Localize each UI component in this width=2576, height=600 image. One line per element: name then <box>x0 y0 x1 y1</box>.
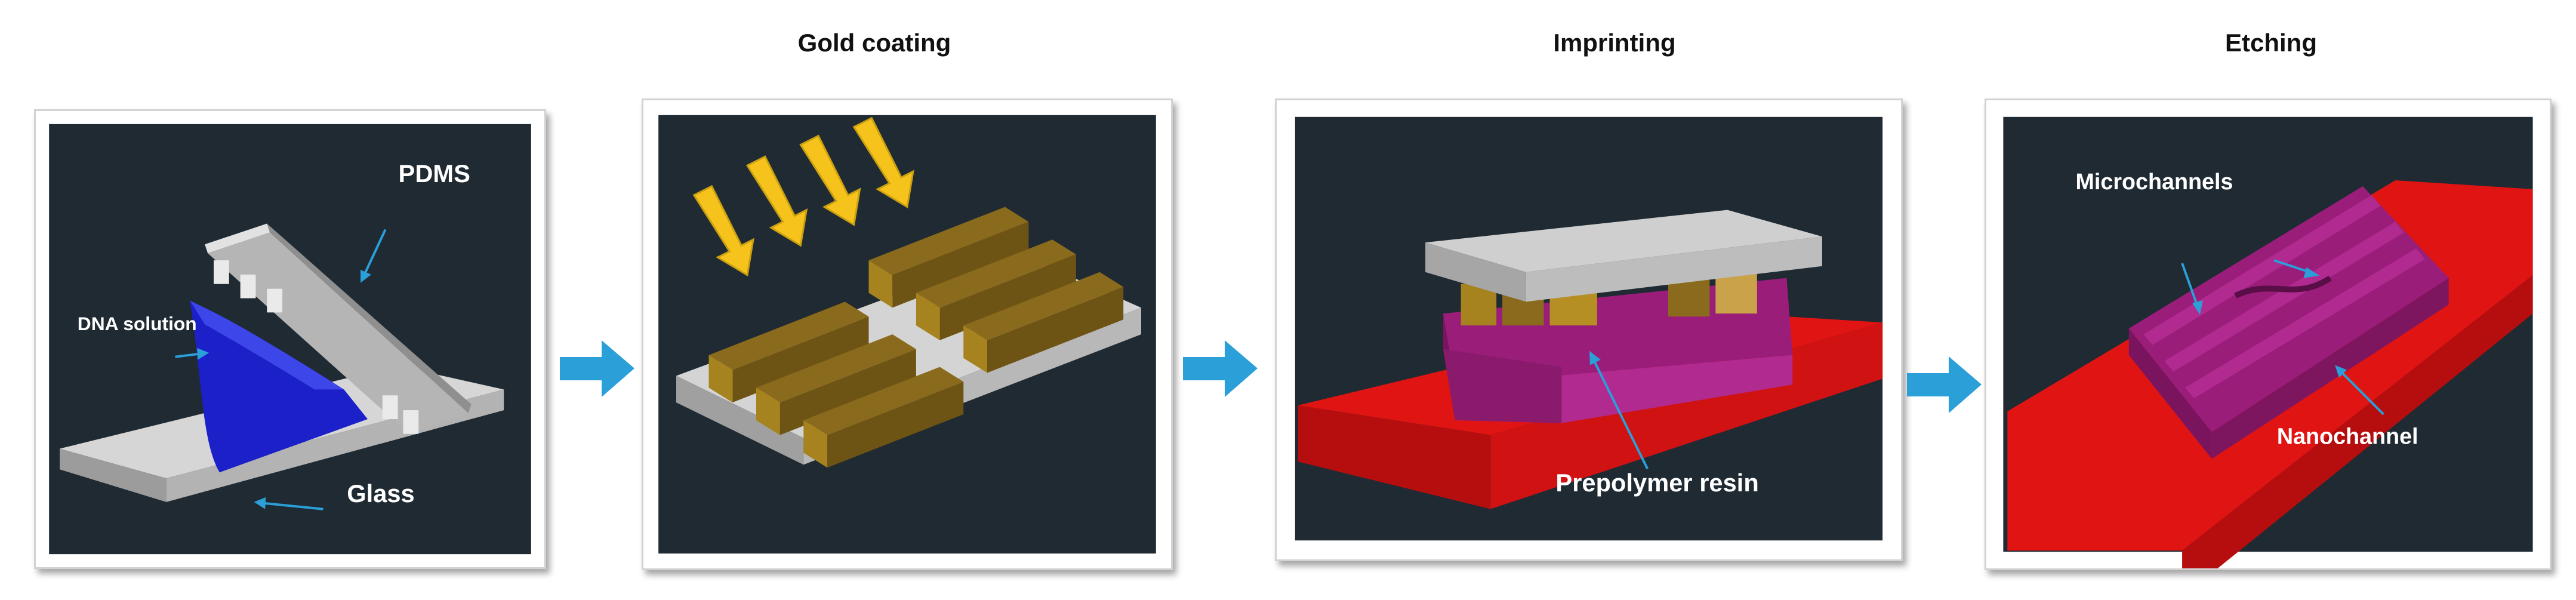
panel-gold-coating-illustration <box>658 115 1156 554</box>
panel-dna-stretching-illustration: PDMS DNA solution Glass <box>49 124 531 555</box>
panel-gold-coating <box>642 99 1173 570</box>
panel-etching: Microchannels Nanochannel <box>1985 99 2552 570</box>
stage-title-gold-coating: Gold coating <box>797 29 951 57</box>
label-pdms: PDMS <box>399 159 470 187</box>
pointer-arrow-icon <box>363 229 387 275</box>
label-prepolymer-resin: Prepolymer resin <box>1555 469 1758 497</box>
stage-title-etching: Etching <box>2225 29 2317 57</box>
panel-dna-stretching: PDMS DNA solution Glass <box>34 109 546 569</box>
label-dna-solution: DNA solution <box>78 313 197 334</box>
label-microchannels: Microchannels <box>2075 169 2233 194</box>
flow-arrow-icon <box>560 340 634 397</box>
flow-arrow-icon <box>1907 356 1982 413</box>
panel-etching-illustration: Microchannels Nanochannel <box>2003 116 2533 568</box>
flow-arrow-icon <box>1183 340 1258 397</box>
deposition-arrow-icon <box>692 116 914 277</box>
label-nanochannel: Nanochannel <box>2277 424 2418 449</box>
panel-imprinting: Prepolymer resin <box>1275 99 1903 561</box>
stage-title-imprinting: Imprinting <box>1553 29 1676 57</box>
label-glass: Glass <box>347 479 414 507</box>
panel-imprinting-illustration: Prepolymer resin <box>1295 116 1883 541</box>
